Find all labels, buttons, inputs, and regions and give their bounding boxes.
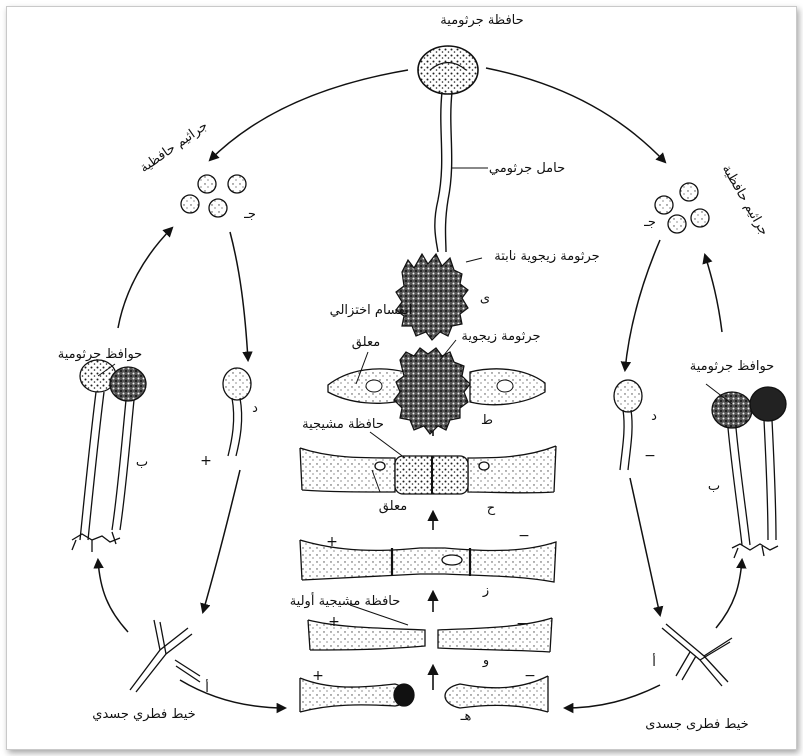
letter-w: و xyxy=(482,653,489,668)
label-gametangium: حافظة مشيجية xyxy=(302,417,384,432)
label-progametangium: حافظة مشيجية أولية xyxy=(290,592,401,609)
hyphal-tips-stage xyxy=(300,676,548,712)
label-zygospore: جرثومة زيجوية xyxy=(461,329,540,344)
arrow-right-mycelium-up xyxy=(716,560,742,628)
sign-plus-tips: + xyxy=(312,668,324,684)
letter-b-right: ب xyxy=(708,479,720,494)
arrow-left-mycelium-up xyxy=(98,560,128,632)
arrow-right-germ-down xyxy=(630,478,660,615)
sign-minus-fused: − xyxy=(518,528,530,544)
label-meiosis: انقسام اختزالي xyxy=(330,303,413,318)
sign-plus-contact: + xyxy=(328,614,340,630)
arrow-right-spores-down xyxy=(625,240,660,370)
arrow-left-spores-down xyxy=(230,232,248,360)
letter-a-right: أ xyxy=(652,653,656,670)
letter-j-left: جـ xyxy=(243,207,256,222)
letter-j-right: جـ xyxy=(643,215,656,230)
right-spores xyxy=(655,183,709,233)
letter-b-left: ب xyxy=(136,455,148,470)
label-sporangiophore: حامل جرثومي xyxy=(489,161,565,176)
letter-d-left: د xyxy=(252,401,258,416)
arrow-left-sporangia-up xyxy=(118,228,172,328)
letter-h: هـ xyxy=(460,709,472,724)
right-sporangia-group xyxy=(712,387,786,558)
label-right-spores: جراثيم حافظية xyxy=(719,162,771,238)
label-right-mycelium: خيط فطرى جسدى xyxy=(645,717,748,732)
left-mycelium xyxy=(130,620,200,692)
label-top-sporangium: حافظة جرثومية xyxy=(440,13,523,28)
germinating-zygospore xyxy=(396,254,468,340)
letter-z: ز xyxy=(482,583,489,598)
left-germinating-spore xyxy=(223,368,251,456)
sign-minus-contact: − xyxy=(516,616,528,632)
arrow-right-mycelium-to-center xyxy=(565,685,660,708)
letter-ha: ح xyxy=(487,501,496,516)
sign-plus-left-germ: + xyxy=(200,453,212,469)
letter-ta: ط xyxy=(481,413,493,428)
sign-minus-tips: − xyxy=(524,668,536,684)
label-left-mycelium: خيط فطري جسدي xyxy=(92,707,195,722)
label-suspensor-mid: معلق xyxy=(379,499,407,514)
progametangia-fused-stage xyxy=(300,540,556,582)
label-right-sporangia: حوافظ جرثومية xyxy=(690,359,774,374)
label-suspensor-top: معلق xyxy=(352,335,380,350)
sporangiophore-stalk xyxy=(435,92,452,252)
left-spores xyxy=(181,175,246,217)
arrow-left-mycelium-to-center xyxy=(180,680,285,708)
label-left-spores: جراثيم حافظية xyxy=(137,118,210,176)
gametangia-stage xyxy=(300,446,556,494)
sign-plus-fused: + xyxy=(326,534,338,550)
letter-a-left: أ xyxy=(205,679,209,696)
top-sporangium xyxy=(418,46,478,252)
letter-ya: ى xyxy=(480,291,490,306)
arrow-right-sporangia-up xyxy=(705,255,722,332)
right-germinating-spore xyxy=(614,380,642,470)
right-mycelium xyxy=(662,624,732,686)
arrow-top-to-left-spores xyxy=(210,70,408,160)
label-zygospore-germinating: جرثومة زيجوية نابتة xyxy=(494,249,599,264)
arrow-left-germ-down xyxy=(203,470,240,612)
sign-minus-right-germ: − xyxy=(644,448,656,464)
arrow-top-to-right-spores xyxy=(486,68,665,162)
letter-d-right: د xyxy=(651,409,657,424)
label-left-sporangia: حوافظ جرثومية xyxy=(58,347,142,362)
